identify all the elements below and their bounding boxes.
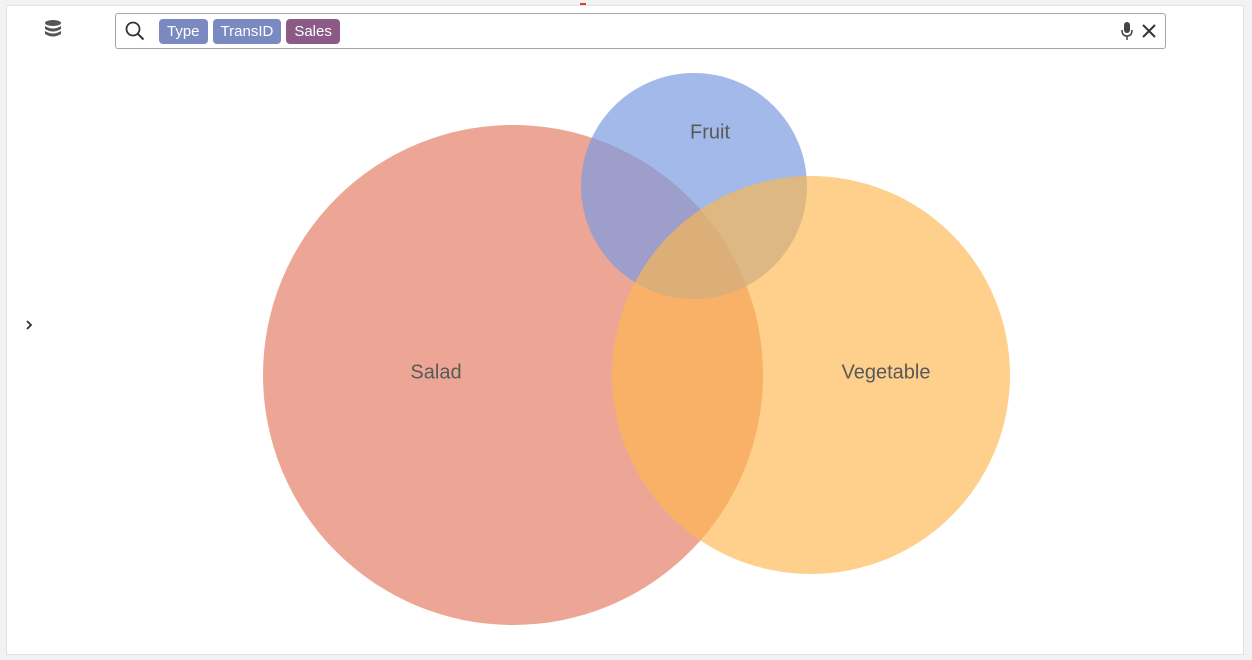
search-input[interactable] (345, 16, 1117, 46)
top-indicator (580, 3, 586, 5)
database-icon (42, 18, 64, 45)
chip-type[interactable]: Type (159, 18, 208, 44)
chip-transid[interactable]: TransID (212, 18, 282, 44)
close-icon[interactable] (1139, 20, 1159, 42)
microphone-icon[interactable] (1117, 20, 1137, 42)
search-bar[interactable]: Type TransID Sales (115, 13, 1166, 49)
search-chips: Type TransID Sales (159, 18, 340, 44)
chip-sales[interactable]: Sales (286, 18, 340, 44)
chevron-right-icon (24, 318, 34, 336)
database-button[interactable] (36, 14, 70, 48)
venn-circle-vegetable[interactable] (612, 176, 1010, 574)
search-icon[interactable] (124, 20, 146, 42)
expand-panel-button[interactable] (20, 318, 38, 336)
